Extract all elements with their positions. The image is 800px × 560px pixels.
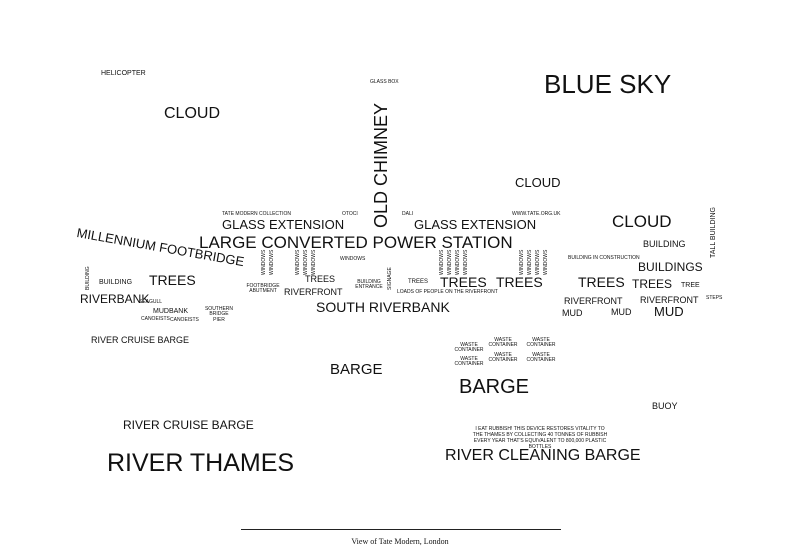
barge-large-label: BARGE [459,376,530,398]
windows-column: WINDOWS [543,249,549,275]
riverfront-right-label-b: RIVERFRONT [640,295,699,305]
river-thames-label: RIVER THAMES [107,449,295,477]
mud-label-b: MUD [611,307,632,317]
dali-label: DALI [402,211,414,217]
tree-label: TREE [681,282,700,289]
cloud-mid-label: CLOUD [515,175,561,190]
seagull-label: SEAGULL [139,299,163,305]
windows-column: WINDOWS [455,249,461,275]
windows-column: WINDOWS [535,249,541,275]
website-label: WWW.TATE.ORG.UK [512,211,561,217]
building-entrance-label: BUILDING ENTRANCE [355,279,383,291]
south-riverbank-label: SOUTH RIVERBANK [316,299,450,315]
canoeists-label-b: CANOEISTS [170,317,199,323]
cloud-right-label: CLOUD [612,212,672,231]
waste-container-label: WASTE CONTAINER [454,356,484,368]
windows-column: WINDOWS [439,249,445,275]
mud-label-c: MUD [654,304,684,319]
trees-center-label: TREES [305,274,336,284]
southern-bridge-pier-label: SOUTHERN BRIDGE PIER [204,306,234,323]
footbridge-abutment-label: FOOTBRIDGE ABUTMENT [246,283,280,295]
windows-column: WINDOWS [303,249,309,275]
tall-building-label: TALL BUILDING [710,207,717,258]
cloud-left-label: CLOUD [164,105,221,122]
otoci-label: OTOCI [342,211,358,217]
windows-column: WINDOWS [519,249,525,275]
caption: View of Tate Modern, London [351,537,449,546]
waste-container-label: WASTE CONTAINER [454,342,484,354]
buoy-label: BUOY [652,401,678,411]
blue-sky-label: BLUE SKY [544,69,672,99]
caption-rule [241,529,561,530]
building-left-label: BUILDING [99,279,133,286]
building-right-label: BUILDING [643,239,686,249]
people-riverfront-label: LOADS OF PEOPLE ON THE RIVERFRONT [397,289,498,295]
river-cruise-barge-top-label: RIVER CRUISE BARGE [91,335,190,345]
trees-south-label-a: TREES [440,274,487,290]
glass-extension-right-label: GLASS EXTENSION [414,217,537,232]
windows-column: WINDOWS [261,249,267,275]
windows-column: WINDOWS [311,249,317,275]
trees-right-label-b: TREES [632,277,673,291]
river-cleaning-barge-label: RIVER CLEANING BARGE [445,447,641,464]
waste-container-label: WASTE CONTAINER [526,337,556,349]
building-construction-label: BUILDING IN CONSTRUCTION [568,255,640,261]
barge-small-label: BARGE [330,361,383,378]
riverbank-label: RIVERBANK [80,292,150,306]
power-station-title: LARGE CONVERTED POWER STATION [199,233,513,252]
cleaning-note: I EAT RUBBISH! THIS DEVICE RESTORES VITA… [472,426,608,450]
canoeists-label-a: CANOEISTS [141,316,170,322]
trees-left-label: TREES [149,272,196,288]
trees-right-label-a: TREES [578,274,625,290]
riverfront-right-label-a: RIVERFRONT [564,296,623,306]
building-vertical-label: BUILDING [85,266,91,290]
river-cruise-barge-bottom-label: RIVER CRUISE BARGE [123,418,254,432]
windows-column: WINDOWS [527,249,533,275]
windows-column: WINDOWS [447,249,453,275]
windows-center-label: WINDOWS [340,256,366,262]
helicopter-label: HELICOPTER [101,70,146,77]
windows-column: WINDOWS [463,249,469,275]
waste-container-label: WASTE CONTAINER [488,337,518,349]
waste-container-label: WASTE CONTAINER [488,352,518,364]
waste-container-label: WASTE CONTAINER [526,352,556,364]
riverfront-center-label: RIVERFRONT [284,287,343,297]
mud-label-a: MUD [562,308,583,318]
windows-column: WINDOWS [295,249,301,275]
glass-extension-left-label: GLASS EXTENSION [222,217,345,232]
buildings-label: BUILDINGS [638,260,703,274]
glass-box-label: GLASS BOX [370,79,399,85]
signage-label: SIGNAGE [387,267,393,290]
steps-label: STEPS [706,295,723,301]
old-chimney-label: OLD CHIMNEY [371,102,391,228]
tate-collection-label: TATE MODERN COLLECTION [222,211,291,217]
mudbank-label: MUDBANK [153,308,189,315]
trees-south-label-b: TREES [496,274,543,290]
windows-column: WINDOWS [269,249,275,275]
trees-small-label: TREES [408,279,429,285]
